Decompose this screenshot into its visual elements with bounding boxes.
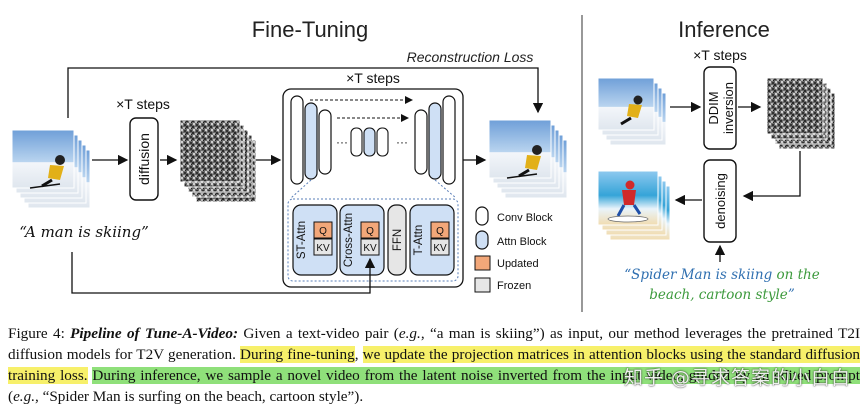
legend-conv-label: Conv Block xyxy=(497,212,553,224)
watermark-text: 知乎 @寻求答案的小白白 xyxy=(623,367,851,389)
legend-frozen-swatch xyxy=(474,277,491,293)
caption-comma: , xyxy=(354,346,363,363)
st-attn-label: ST-Attn xyxy=(296,221,308,259)
caption-part4: , “Spider Man is surfing on the beach, c… xyxy=(35,388,364,405)
edited-output-frames xyxy=(597,170,671,241)
legend-updated-swatch xyxy=(474,255,491,271)
figure-label: Figure 4: xyxy=(8,325,65,342)
cross-attn-q: Q xyxy=(366,226,374,237)
ddim-inversion-block: DDIM inversion xyxy=(703,66,737,150)
unet-encoder-blocks xyxy=(290,95,332,185)
st-attn-block: ST-Attn Q KV xyxy=(292,204,338,276)
inference-noise-frames xyxy=(766,77,836,150)
caption-eg1: e.g. xyxy=(398,325,421,342)
inference-prompt-line1: “Spider Man is skiing on the xyxy=(624,267,820,283)
inversion-label: inversion xyxy=(721,82,736,134)
inference-prompt-plain: “Spider Man is skiing xyxy=(624,267,776,283)
legend-updated-label: Updated xyxy=(497,258,539,270)
inference-prompt-line2: beach, cartoon style” xyxy=(649,287,795,303)
dots-left: ··· xyxy=(336,135,348,149)
reconstruction-loss-arrow xyxy=(67,67,544,118)
caption-part1: Given a text-video pair ( xyxy=(238,325,399,342)
caption-title: Pipeline of Tune-A-Video: xyxy=(70,325,239,342)
arrow-latent-to-denoising xyxy=(742,151,801,202)
unet-decoder-blocks xyxy=(414,95,456,185)
st-attn-kv: KV xyxy=(316,243,330,254)
zoom-line-right xyxy=(434,179,457,199)
figure-caption: Figure 4: Pipeline of Tune-A-Video: Give… xyxy=(8,323,861,407)
zhihu-watermark: 知乎 @寻求答案的小白白 xyxy=(624,363,851,390)
caption-highlight-inference: During inference, we sample a novel vide… xyxy=(92,367,860,384)
t-attn-block: T-Attn Q KV xyxy=(409,204,455,276)
legend-attn-swatch xyxy=(475,230,489,250)
unet-middle-blocks xyxy=(350,127,389,157)
ddim-label: DDIM xyxy=(706,91,721,124)
spiderman-figure xyxy=(607,180,649,223)
output-video-frames xyxy=(488,119,568,199)
inference-prompt-edit-1: on the xyxy=(777,267,820,283)
dots-right: ··· xyxy=(396,135,408,149)
legend-attn-label: Attn Block xyxy=(497,236,547,248)
finetune-title: Fine-Tuning xyxy=(252,17,369,42)
pipeline-diagram: Fine-Tuning Inference Reconstruction Los… xyxy=(11,15,836,312)
caption-part2: , “a man is skiing”) as input, our metho… xyxy=(8,325,860,363)
output-skier-figure xyxy=(506,145,542,179)
caption-highlight-finetune: During fine-tuning xyxy=(240,346,355,363)
legend-frozen-label: Frozen xyxy=(497,280,531,292)
noise-frames xyxy=(179,119,257,203)
caption-part3: ( xyxy=(8,388,14,405)
legend: Conv Block Attn Block Updated Frozen xyxy=(474,206,553,293)
inference-prompt-edit-2: beach, cartoon style xyxy=(649,287,788,303)
xt-steps-left: ×T steps xyxy=(116,96,170,112)
ffn-label: FFN xyxy=(392,229,404,251)
st-attn-q: Q xyxy=(319,226,327,237)
inference-title: Inference xyxy=(678,17,770,42)
reconstruction-loss-label: Reconstruction Loss xyxy=(407,49,534,65)
inference-input-frames xyxy=(597,77,667,146)
xt-steps-inference: ×T steps xyxy=(693,47,747,63)
cross-attn-block: Cross-Attn Q KV xyxy=(339,204,385,276)
diffusion-label: diffusion xyxy=(136,133,152,185)
diffusion-block: diffusion xyxy=(129,117,159,201)
denoising-block: denoising xyxy=(703,159,737,243)
inference-skier-figure xyxy=(620,95,643,126)
t-attn-q: Q xyxy=(436,226,444,237)
ffn-block: FFN xyxy=(387,204,407,276)
cross-attn-kv: KV xyxy=(363,243,377,254)
prompt-conditioning-arrow xyxy=(71,252,376,294)
xt-steps-main: ×T steps xyxy=(346,70,400,86)
caption-eg2: e.g. xyxy=(13,388,35,405)
train-prompt: “A man is skiing” xyxy=(19,223,149,241)
t-attn-kv: KV xyxy=(433,243,447,254)
legend-conv-swatch xyxy=(475,206,489,226)
inference-prompt-close: ” xyxy=(788,287,795,303)
zoom-line-left xyxy=(290,179,312,199)
input-video-frames xyxy=(11,129,91,209)
cross-attn-label: Cross-Attn xyxy=(343,213,355,267)
denoising-label: denoising xyxy=(713,173,728,229)
t-attn-label: T-Attn xyxy=(413,225,425,256)
skier-figure xyxy=(29,155,65,189)
